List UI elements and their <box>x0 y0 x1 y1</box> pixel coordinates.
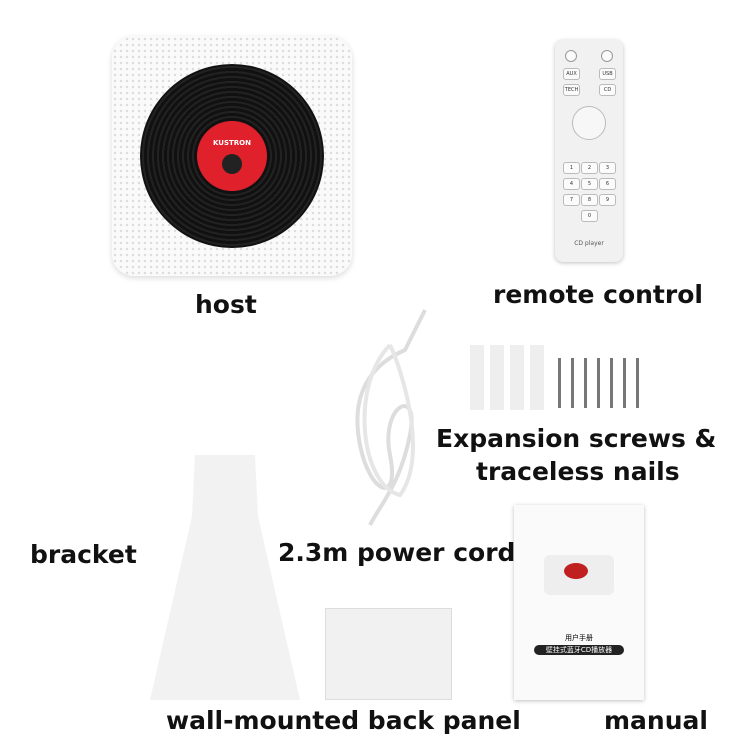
manual-booklet: 用户手册 壁挂式蓝牙CD播放器 <box>514 505 644 700</box>
label-host: host <box>195 290 257 319</box>
manual-disc <box>564 563 588 579</box>
label-remote: remote control <box>493 280 703 309</box>
remote-nav-pad <box>572 106 606 140</box>
remote-key-5: 5 <box>581 178 598 190</box>
power-button <box>565 50 577 62</box>
remote-key-4: 4 <box>563 178 580 190</box>
power-cord <box>355 309 427 526</box>
remote-key-3: 3 <box>599 162 616 174</box>
remote-key-1: 1 <box>563 162 580 174</box>
remote-key-cd: CD <box>599 84 616 96</box>
spindle <box>222 154 242 174</box>
remote-key-2: 2 <box>581 162 598 174</box>
remote-key-aux: AUX <box>563 68 580 80</box>
cd-player-host: KUSTRON <box>112 36 352 276</box>
label-cord: 2.3m power cord <box>278 538 516 567</box>
bluetooth-button <box>601 50 613 62</box>
remote-key-tech: TECH <box>563 84 580 96</box>
back-panel <box>325 608 452 700</box>
disc-label: KUSTRON <box>197 121 267 191</box>
remote-key-8: 8 <box>581 194 598 206</box>
label-panel: wall-mounted back panel <box>166 706 521 735</box>
cd-disc: KUSTRON <box>140 64 324 248</box>
logo-text: KUSTRON <box>212 139 251 147</box>
remote-caption: CD player <box>574 240 604 247</box>
remote-key-6: 6 <box>599 178 616 190</box>
screws-and-nails <box>558 358 640 408</box>
manual-title: 用户手册 <box>565 634 593 642</box>
label-screws-1: Expansion screws & <box>436 424 717 453</box>
label-screws-2: traceless nails <box>476 457 680 486</box>
remote-key-0: 0 <box>581 210 598 222</box>
label-bracket: bracket <box>30 540 137 569</box>
expansion-anchors <box>470 345 550 410</box>
bracket <box>150 455 300 700</box>
label-manual: manual <box>604 706 708 735</box>
remote-key-usb: USB <box>599 68 616 80</box>
remote-key-7: 7 <box>563 194 580 206</box>
remote-control: AUX USB TECH CD 1 2 3 4 5 6 7 8 9 0 CD p… <box>555 40 623 262</box>
manual-product-photo <box>544 555 614 595</box>
remote-key-9: 9 <box>599 194 616 206</box>
manual-subtitle: 壁挂式蓝牙CD播放器 <box>534 645 624 655</box>
